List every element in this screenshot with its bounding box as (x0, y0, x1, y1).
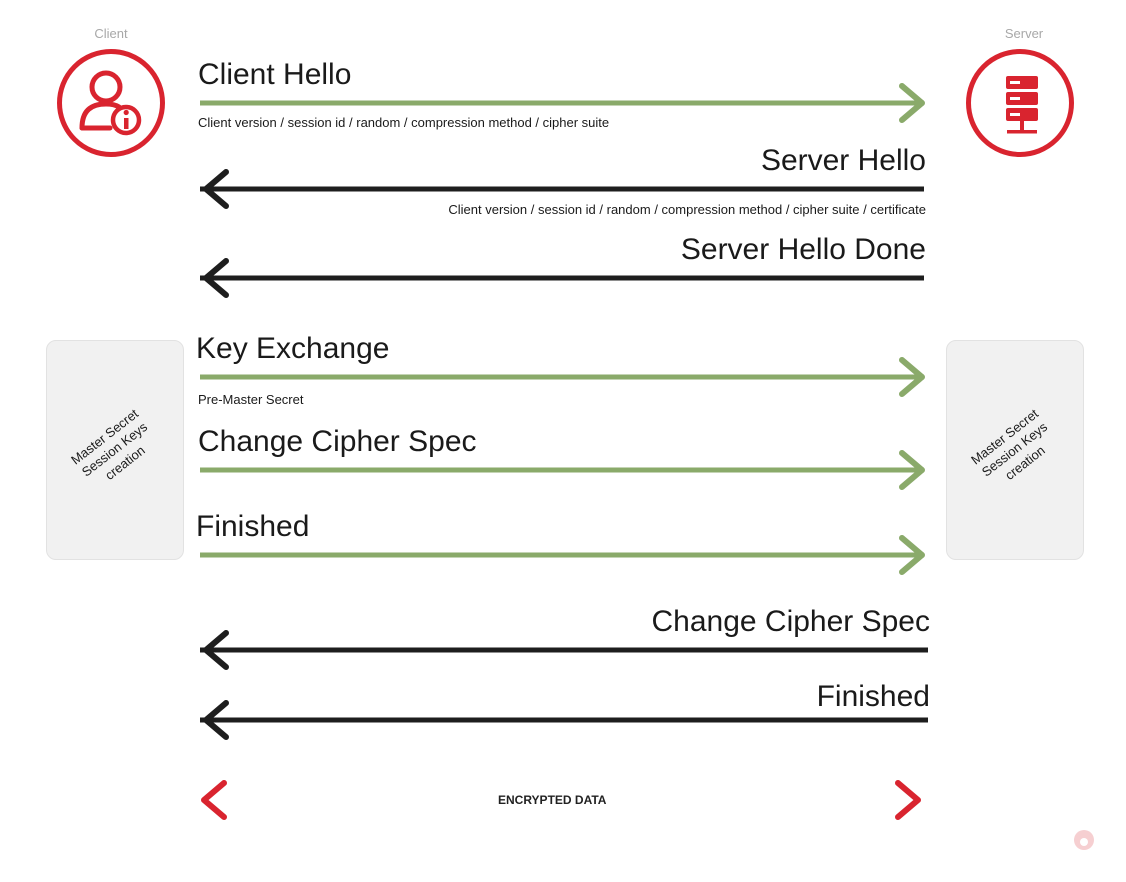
client-hello-arrow-head (899, 83, 925, 123)
client-master-secret-text: Master Secret Session Keys creation (45, 388, 185, 513)
client-hello-detail: Client version / session id / random / c… (198, 115, 610, 130)
server-label: Server (1004, 26, 1044, 41)
server-master-secret-text: Master Secret Session Keys creation (945, 388, 1085, 513)
change-cipher-spec-server-label: Change Cipher Spec (651, 605, 930, 638)
encrypted-data-head-right (895, 780, 921, 820)
key-exchange-label: Key Exchange (196, 332, 390, 365)
pre-master-secret-detail: Pre-Master Secret (198, 392, 304, 407)
client-icon (57, 49, 165, 157)
change-cipher-spec-server-arrow-head (203, 630, 229, 670)
encrypted-data-label: ENCRYPTED DATA (492, 794, 613, 806)
logo-mark-icon (1074, 830, 1094, 850)
change-cipher-spec-client-label: Change Cipher Spec (198, 425, 477, 458)
server-hello-detail: Client version / session id / random / c… (448, 202, 926, 217)
server-icon (966, 49, 1074, 157)
finished-client-label: Finished (196, 510, 310, 543)
client-box-line-2: Session Keys (78, 419, 151, 480)
encrypted-data-head-left (201, 780, 227, 820)
server-master-secret-box: Master Secret Session Keys creation (946, 340, 1084, 560)
client-hello-label: Client Hello (198, 58, 352, 91)
client-label: Client (94, 26, 128, 41)
finished-server-arrow-head (203, 700, 229, 740)
finished-client-arrow-head (899, 535, 925, 575)
server-box-line-2: Session Keys (978, 419, 1051, 480)
server-hello-label: Server Hello (760, 144, 926, 177)
server-hello-done-label: Server Hello Done (680, 233, 926, 266)
client-master-secret-box: Master Secret Session Keys creation (46, 340, 184, 560)
key-exchange-arrow-head (899, 357, 925, 397)
change-cipher-spec-client-arrow-head (899, 450, 925, 490)
finished-server-label: Finished (816, 680, 930, 713)
server-hello-done-arrow-head (203, 258, 229, 298)
server-hello-arrow-head (203, 169, 229, 209)
